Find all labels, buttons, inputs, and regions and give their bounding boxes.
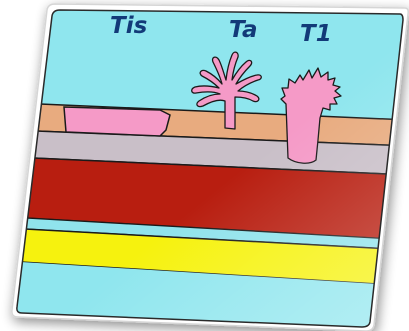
label-t1: T1	[300, 21, 332, 47]
label-tis: Tis	[110, 13, 147, 39]
label-ta: Ta	[229, 17, 257, 43]
